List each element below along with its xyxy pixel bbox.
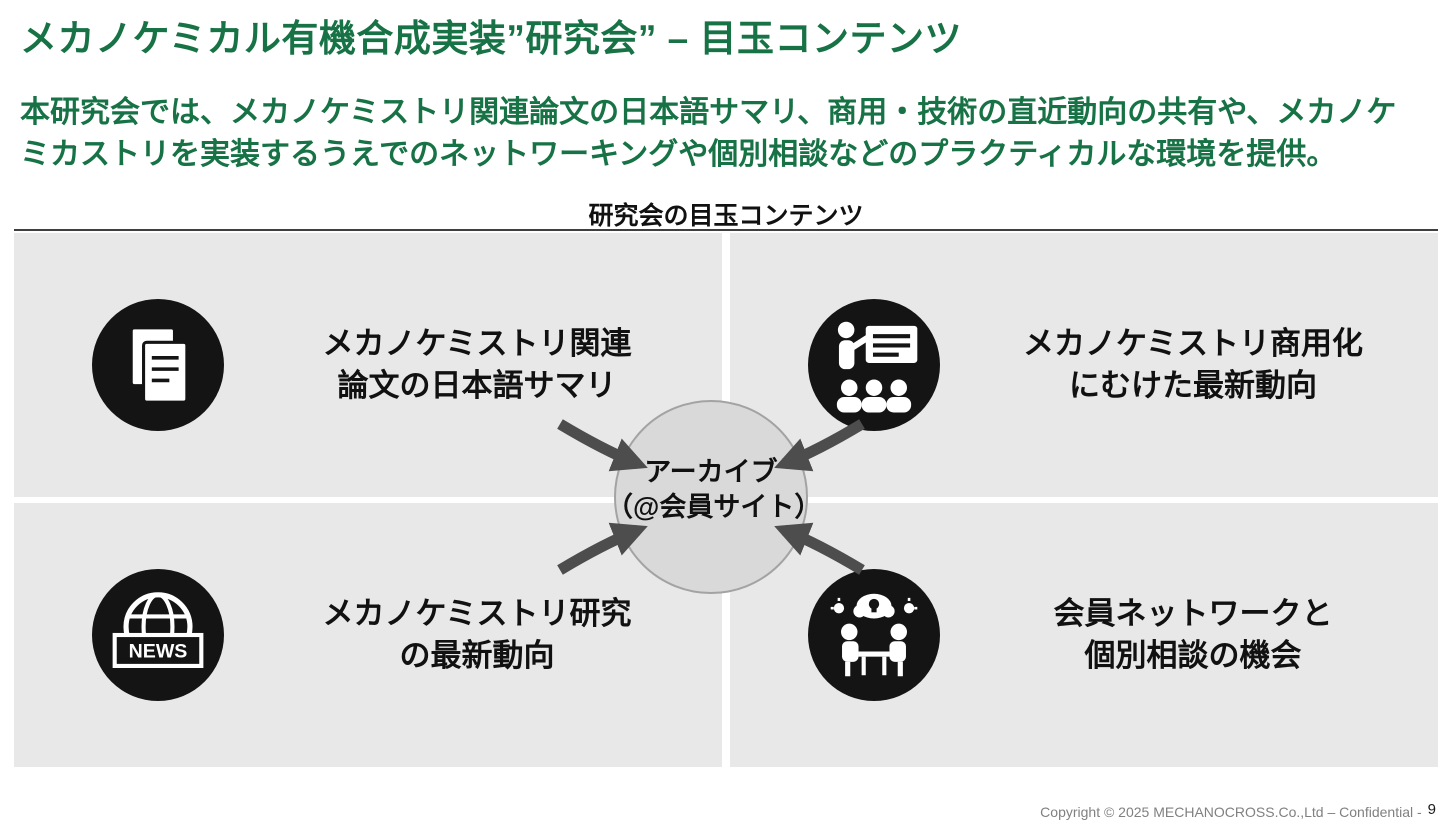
quadrant-commercial-line2: にむけた最新動向 bbox=[1069, 368, 1317, 403]
lead-line-2: ミカストリを実装するうえでのネットワーキングや個別相談などのプラクティカルな環境… bbox=[20, 138, 1337, 171]
quadrant-network-line2: 個別相談の機会 bbox=[1084, 638, 1302, 673]
quadrant-papers-line2: 論文の日本語サマリ bbox=[337, 368, 617, 403]
news-label: NEWS bbox=[129, 641, 188, 663]
archive-label-line1: アーカイブ bbox=[644, 457, 778, 487]
quadrant-commercial: メカノケミストリ商用化 にむけた最新動向 bbox=[730, 233, 1438, 497]
page-number: 9 bbox=[1427, 801, 1436, 818]
news-icon: NEWS bbox=[92, 569, 224, 701]
quadrant-research: NEWS メカノケミストリ研究 の最新動向 bbox=[14, 503, 722, 767]
lead-line-1: 本研究会では、メカノケミストリ関連論文の日本語サマリ、商用・技術の直近動向の共有… bbox=[20, 96, 1397, 129]
quadrant-papers-line1: メカノケミストリ関連 bbox=[322, 326, 632, 361]
meeting-icon bbox=[808, 569, 940, 701]
document-icon bbox=[92, 299, 224, 431]
archive-label-line2: （@会員サイト） bbox=[606, 492, 822, 522]
archive-label: アーカイブ （@会員サイト） bbox=[606, 455, 822, 525]
presentation-icon bbox=[808, 299, 940, 431]
section-divider bbox=[14, 229, 1438, 231]
quadrant-network-label: 会員ネットワークと 個別相談の機会 bbox=[984, 593, 1402, 677]
quadrant-papers-label: メカノケミストリ関連 論文の日本語サマリ bbox=[268, 323, 686, 407]
quadrant-commercial-line1: メカノケミストリ商用化 bbox=[1022, 326, 1364, 361]
quadrant-research-line1: メカノケミストリ研究 bbox=[322, 596, 632, 631]
quadrant-network-line1: 会員ネットワークと bbox=[1053, 596, 1333, 631]
quadrant-commercial-label: メカノケミストリ商用化 にむけた最新動向 bbox=[984, 323, 1402, 407]
lead-text: 本研究会では、メカノケミストリ関連論文の日本語サマリ、商用・技術の直近動向の共有… bbox=[20, 92, 1440, 176]
section-heading: 研究会の目玉コンテンツ bbox=[588, 202, 864, 230]
content-grid: メカノケミストリ関連 論文の日本語サマリ bbox=[14, 233, 1438, 767]
copyright-text: Copyright © 2025 MECHANOCROSS.Co.,Ltd – … bbox=[1040, 804, 1422, 820]
quadrant-research-label: メカノケミストリ研究 の最新動向 bbox=[268, 593, 686, 677]
footer: Copyright © 2025 MECHANOCROSS.Co.,Ltd – … bbox=[1040, 801, 1436, 821]
quadrant-network: 会員ネットワークと 個別相談の機会 bbox=[730, 503, 1438, 767]
slide-title: メカノケミカル有機合成実装”研究会” – 目玉コンテンツ bbox=[20, 18, 963, 59]
quadrant-research-line2: の最新動向 bbox=[399, 638, 555, 673]
